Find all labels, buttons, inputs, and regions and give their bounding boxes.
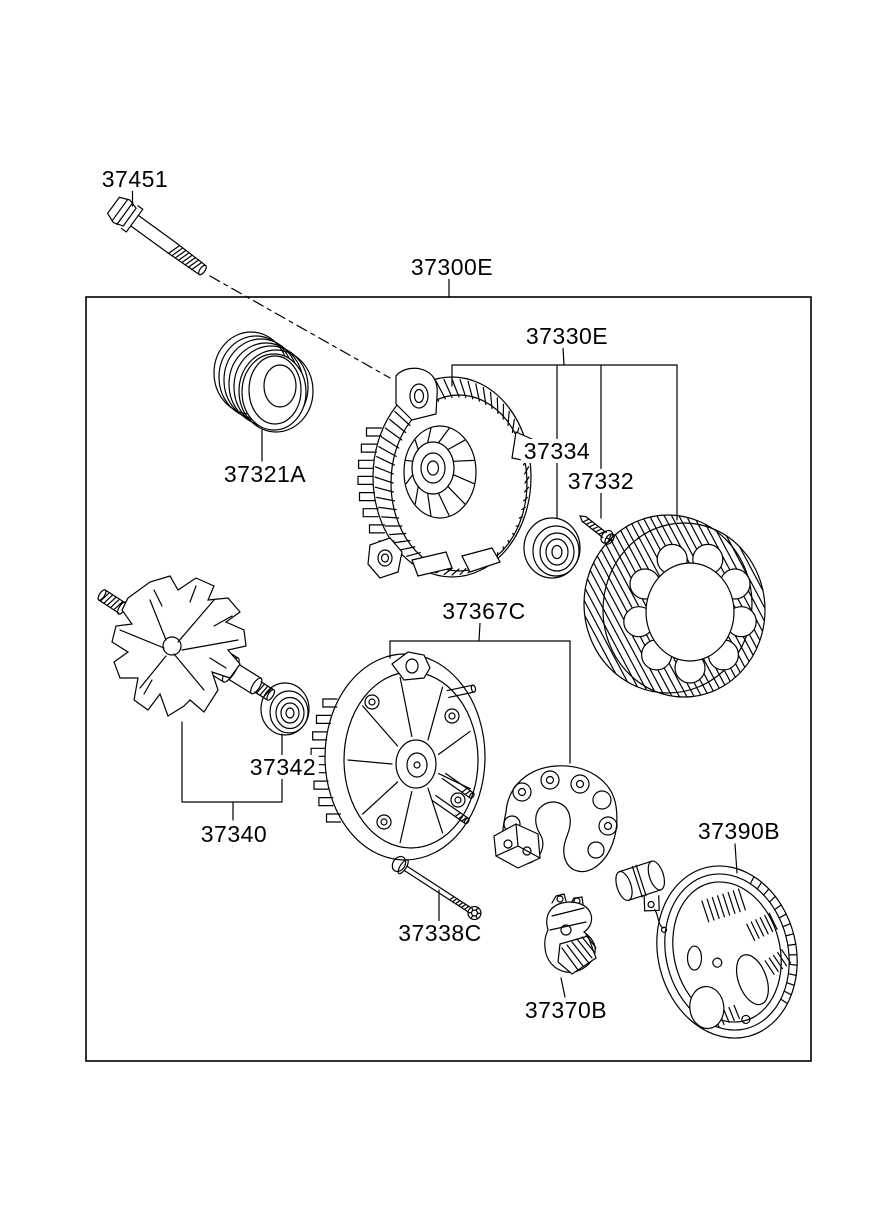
brush-holder-drawing bbox=[544, 893, 597, 975]
part-label-37338c: 37338C bbox=[395, 921, 485, 945]
part-label-37321a: 37321A bbox=[220, 462, 310, 486]
mount-bolt-drawing bbox=[391, 855, 482, 921]
leader-lines bbox=[131, 190, 738, 998]
bolt-axis-dash-line bbox=[209, 275, 391, 379]
part-label-37332: 37332 bbox=[564, 469, 638, 493]
front-bearing-drawing bbox=[523, 517, 581, 579]
front-bracket-drawing bbox=[357, 367, 535, 579]
part-label-37300e: 37300E bbox=[407, 255, 497, 279]
part-label-37367c: 37367C bbox=[439, 599, 529, 623]
rectifier-drawing bbox=[493, 765, 618, 873]
through-bolt-drawing bbox=[106, 196, 391, 379]
part-label-37370b: 37370B bbox=[521, 998, 611, 1022]
part-label-37342: 37342 bbox=[246, 755, 320, 779]
part-label-37451: 37451 bbox=[98, 167, 172, 191]
part-label-37330e: 37330E bbox=[522, 324, 612, 348]
rear-bearing-drawing bbox=[260, 682, 310, 736]
rear-bracket-drawing bbox=[310, 651, 486, 861]
part-label-37334: 37334 bbox=[520, 439, 594, 463]
part-label-37340: 37340 bbox=[197, 822, 271, 846]
part-label-37390b: 37390B bbox=[694, 819, 784, 843]
rear-cover-drawing bbox=[656, 865, 798, 1039]
pulley-drawing bbox=[213, 331, 314, 433]
rotor-drawing bbox=[97, 575, 276, 717]
screw-drawing bbox=[579, 515, 615, 545]
condenser-drawing bbox=[615, 860, 668, 933]
